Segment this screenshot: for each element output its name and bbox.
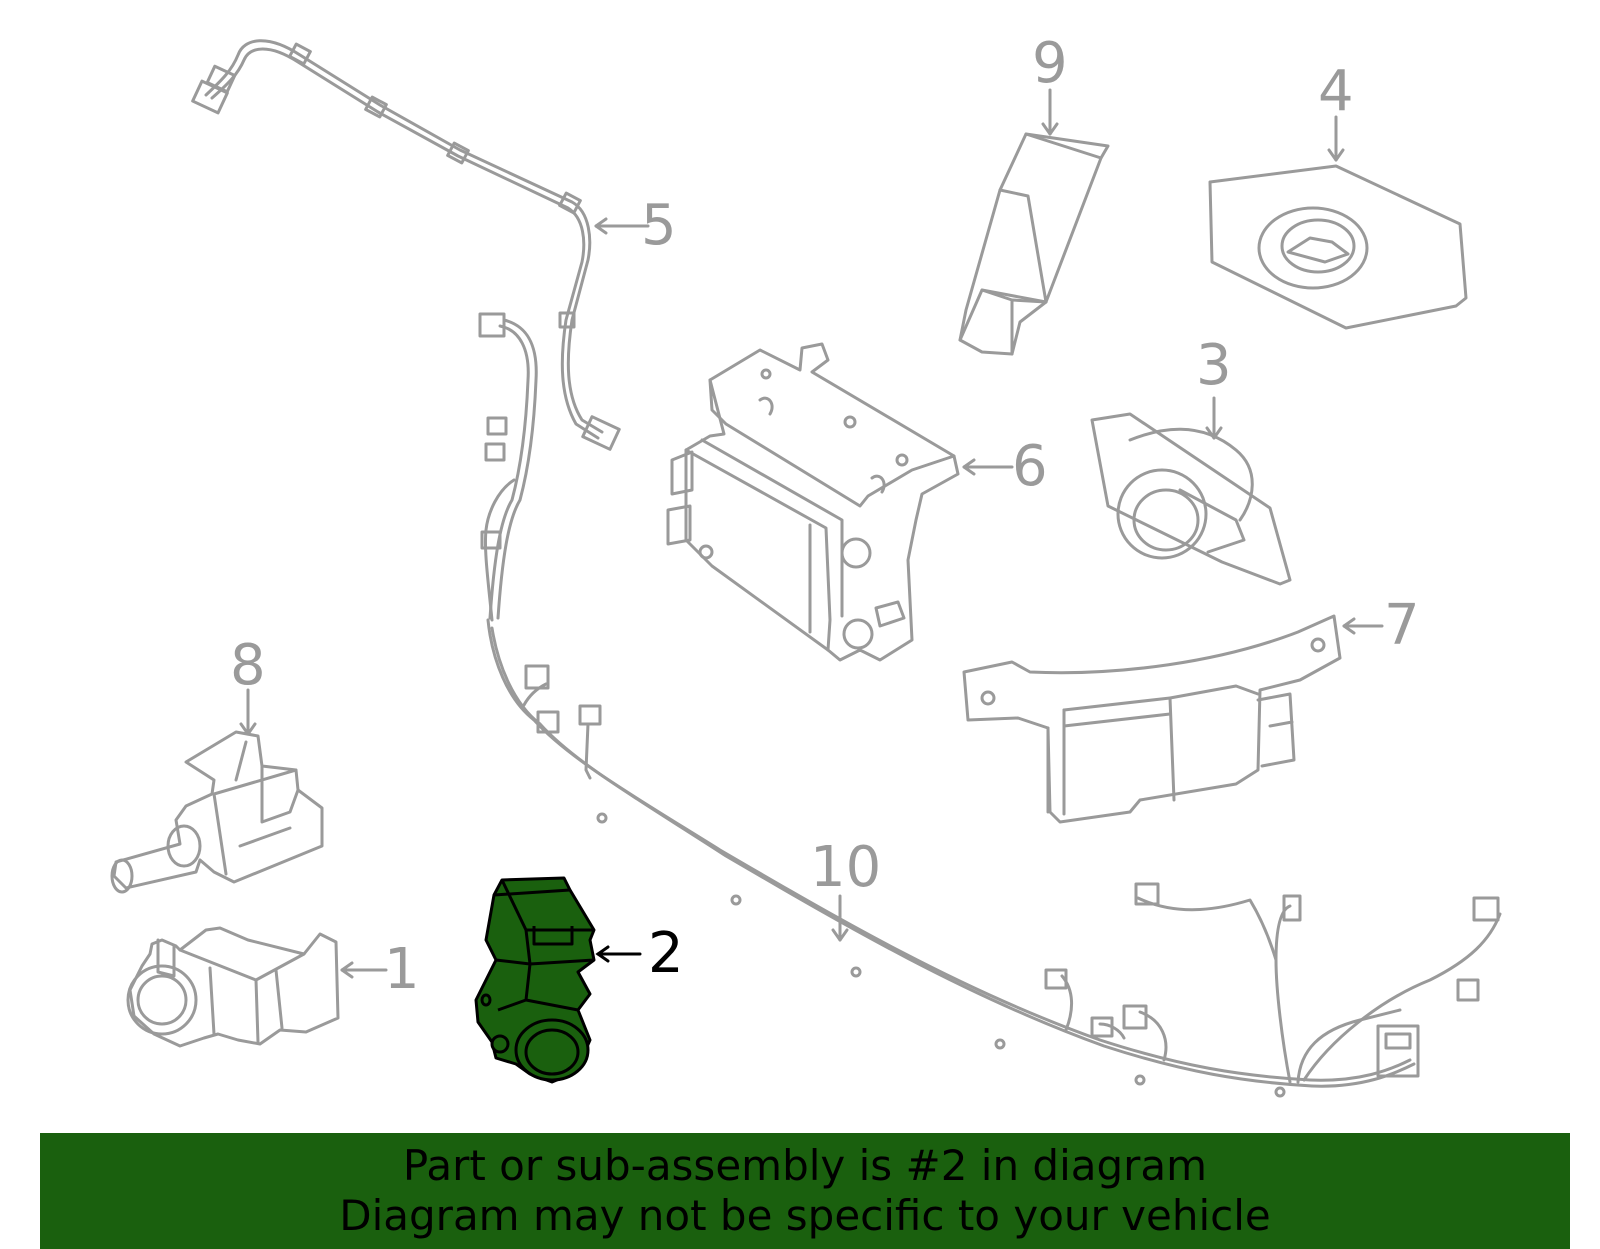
part-7-module-bracket [962,614,1342,824]
part-8-sensor [110,730,324,894]
part-4-bezel-plate [1208,164,1468,330]
leader-arrows [239,88,1384,979]
leader-arrow-2 [595,945,642,963]
part-10-wiring-harness [478,312,1502,1098]
callout-8: 8 [230,633,266,698]
part-3-sensor-bracket [1090,412,1292,586]
callout-10: 10 [810,835,882,900]
part-5-wiring-harness [191,39,621,451]
info-banner: Part or sub-assembly is #2 in diagram Di… [40,1133,1570,1249]
part-2-highlighted-sensor [474,876,596,1084]
callout-5: 5 [641,193,677,258]
part-9-module [958,132,1110,356]
banner-line-disclaimer: Diagram may not be specific to your vehi… [339,1191,1271,1240]
callout-2: 2 [648,921,684,986]
callout-4: 4 [1318,59,1354,124]
part-6-control-module [666,342,960,662]
callout-7: 7 [1384,593,1420,658]
banner-line-part: Part or sub-assembly is #2 in diagram [402,1141,1208,1190]
callout-3: 3 [1196,333,1232,398]
callout-6: 6 [1012,434,1048,499]
part-1-sensor [126,926,340,1048]
callout-1: 1 [384,937,420,1002]
callout-9: 9 [1032,31,1068,96]
